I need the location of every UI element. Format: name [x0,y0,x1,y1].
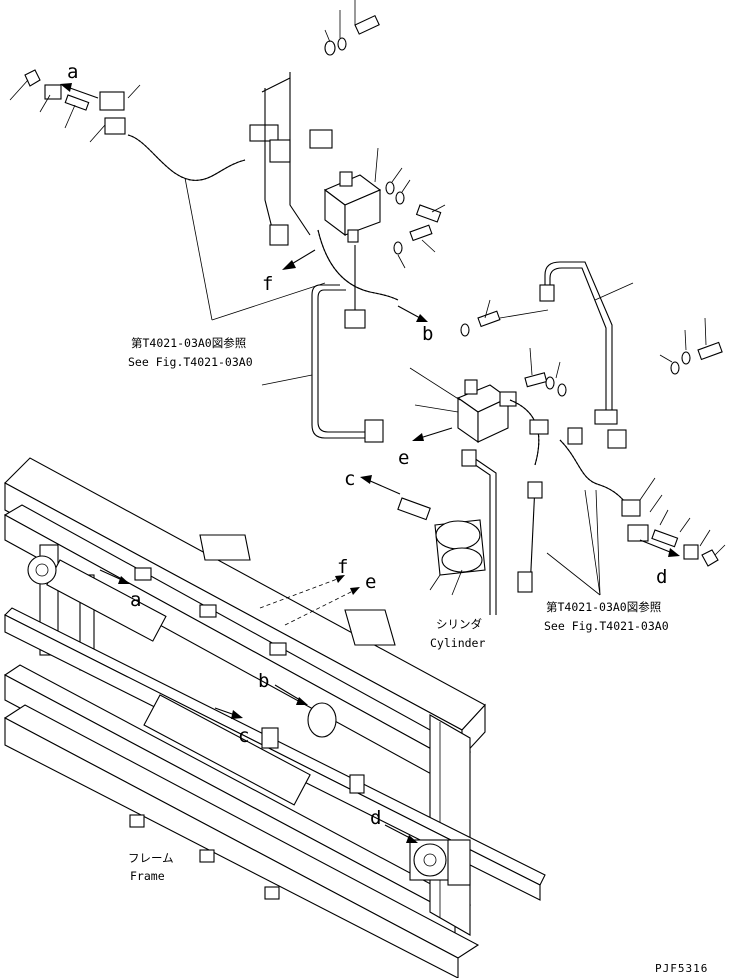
callout-a-frame: a [130,589,141,611]
reference-notes: 第T4021-03A0図参照 See Fig.T4021-03A0 第T4021… [128,336,669,633]
callout-f-top: f [262,273,273,295]
callout-f-frame: f [337,556,348,578]
frame-bracket [261,727,279,749]
cylinder-label-jp: シリンダ [436,617,482,631]
callout-b-top: b [422,323,433,345]
frame-label-en: Frame [130,869,165,883]
ref-right-en: See Fig.T4021-03A0 [544,619,669,633]
fitting-group-a [9,69,141,143]
right-piping [397,261,726,615]
frame-bracket [269,642,287,656]
frame-cylinder-lower [143,694,337,806]
frame-bracket [349,774,365,794]
callout-e-frame: e [365,571,376,593]
frame-bracket [129,814,145,828]
frame-assembly [3,457,546,978]
frame-bracket [264,886,280,900]
cylinder-part [397,497,486,591]
frame-bracket [199,604,217,618]
frame-cylinder-upper [27,555,167,642]
callout-d-frame: d [370,807,381,829]
ref-right-jp: 第T4021-03A0図参照 [546,600,661,614]
callout-labels: a f b c e d f e a b c d [67,61,667,829]
callout-a-top: a [67,61,78,83]
frame-label-jp: フレーム [128,851,174,865]
callout-e-mid: e [398,447,409,469]
frame-bracket [134,567,152,581]
drawing-code: PJF5316 [655,962,708,975]
frame-cylinder-end [409,839,471,886]
callout-c-frame: c [238,725,249,747]
ref-left-en: See Fig.T4021-03A0 [128,355,253,369]
upper-piping [9,0,446,443]
callout-d-right: d [656,566,667,588]
valve-block-lower [456,379,517,444]
valve-block-upper [323,171,382,243]
fitting-group-d [621,477,726,567]
callout-b-frame: b [258,670,269,692]
cylinder-label-en: Cylinder [430,636,485,650]
part-labels: シリンダ Cylinder フレーム Frame [128,617,485,883]
frame-bracket [199,849,215,863]
ref-left-jp: 第T4021-03A0図参照 [131,336,246,350]
callout-c-right: c [344,468,355,490]
flow-arrows [60,83,680,843]
